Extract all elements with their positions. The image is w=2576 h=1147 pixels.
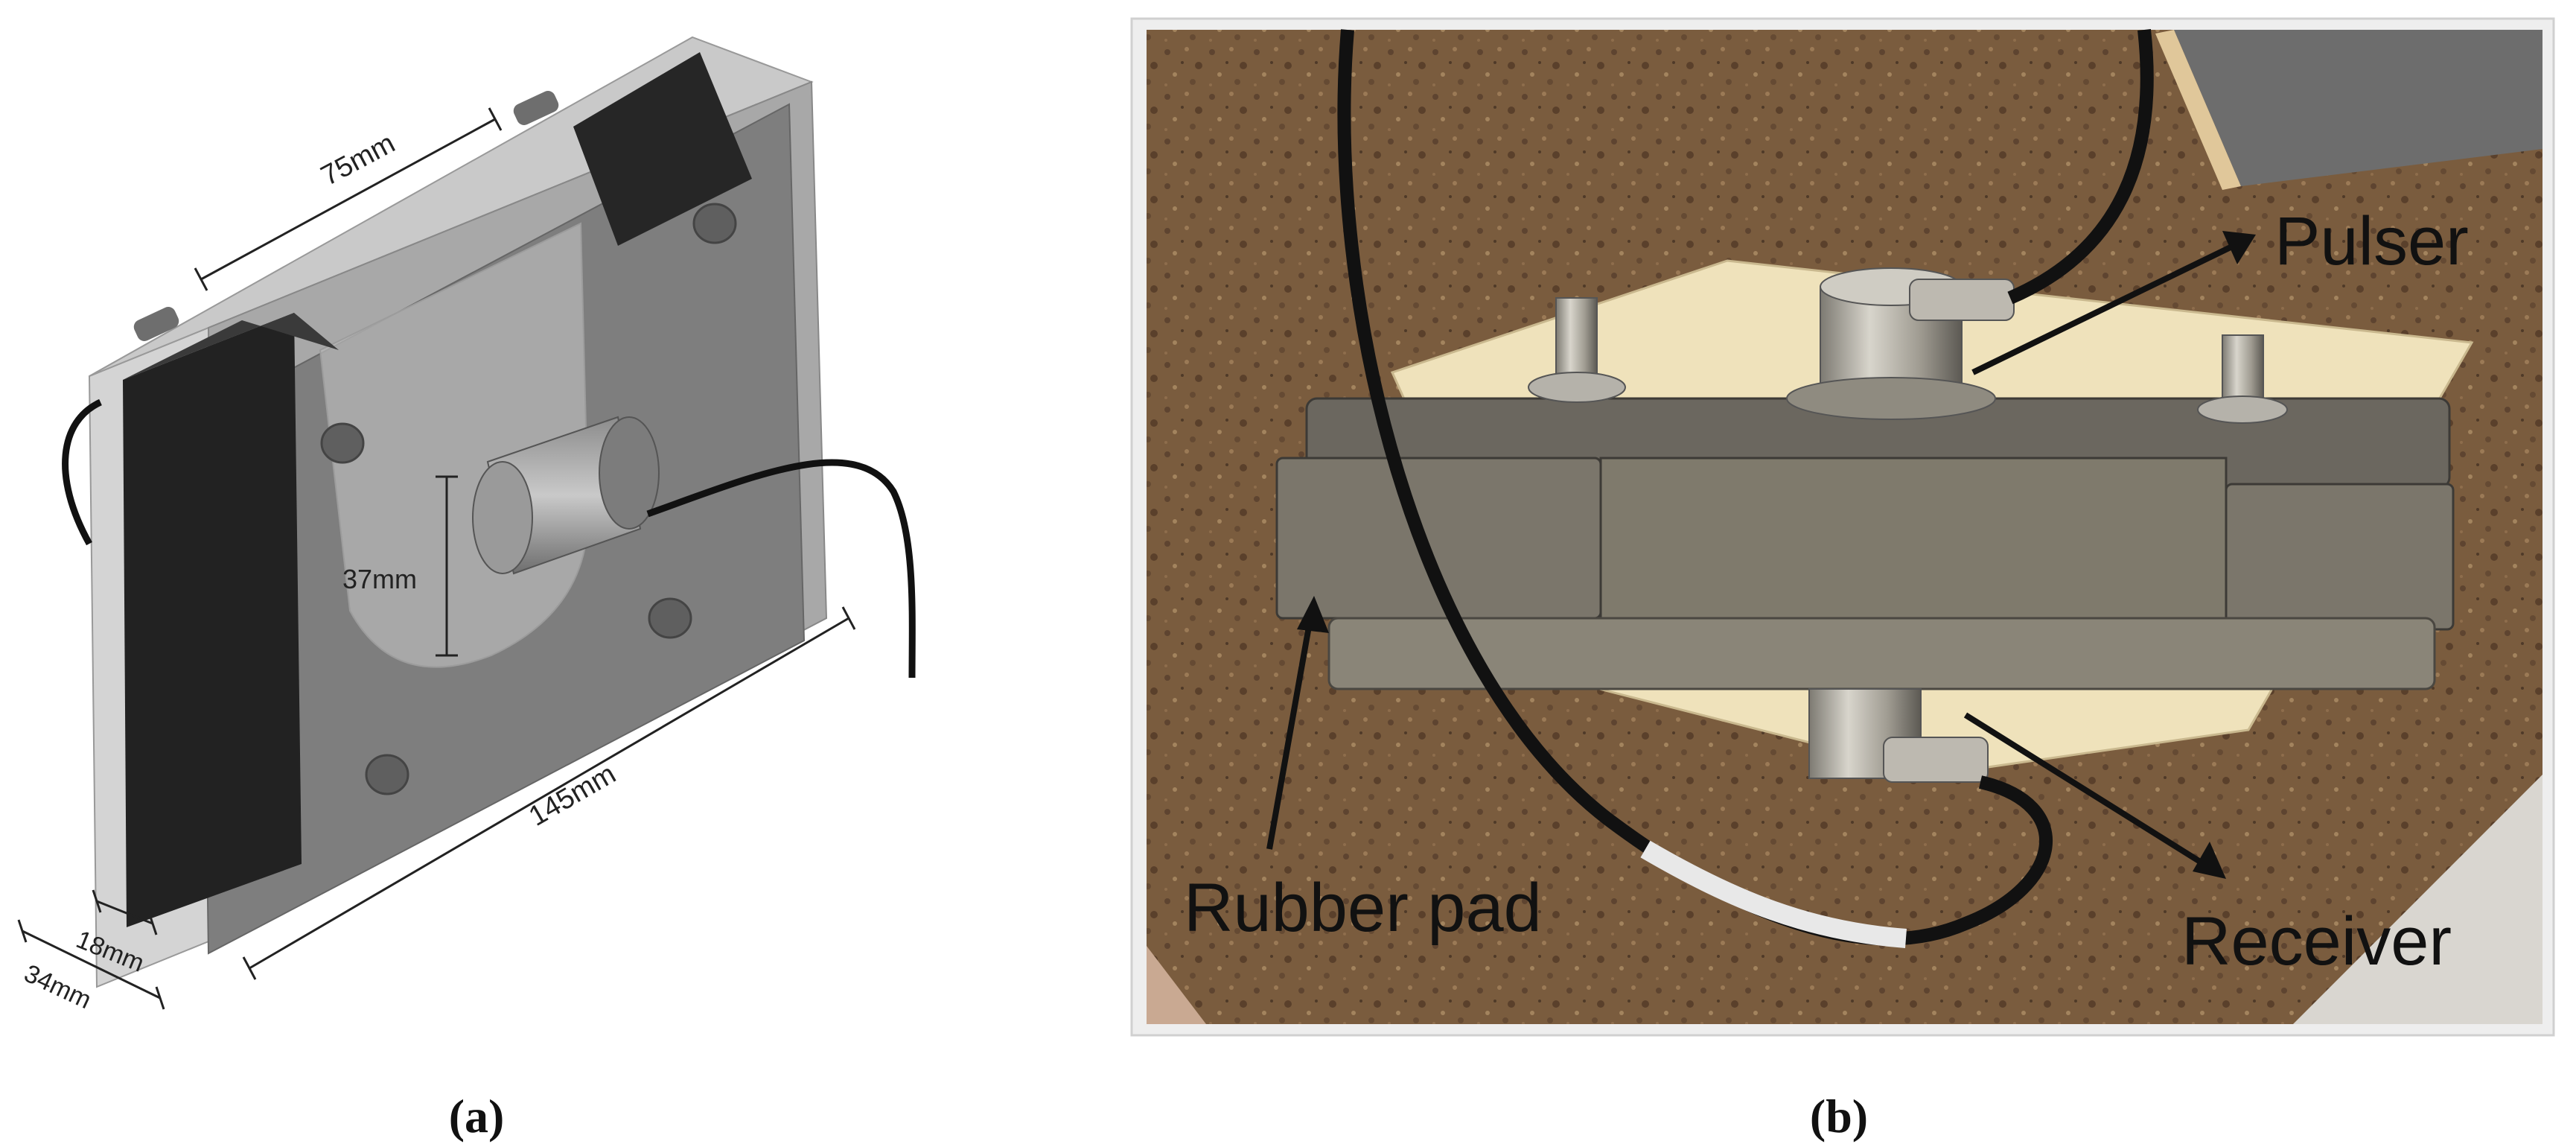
pulser-connector: [1909, 279, 2015, 321]
dim-tick: [155, 986, 165, 1010]
dim-tick: [17, 919, 28, 943]
rubber-pad-left-front: [123, 313, 302, 927]
arrow-pulser-head: [2222, 231, 2256, 264]
wing-nut-bolts: [1528, 297, 2288, 424]
dim-tick: [92, 889, 102, 913]
dim-line-inner-thickness: [96, 900, 153, 925]
cable-right: [646, 459, 916, 679]
cable-sleeve: [1640, 840, 1907, 948]
bolt-shank: [513, 91, 559, 125]
dim-tick: [147, 912, 158, 935]
bolt-head: [365, 754, 409, 795]
caption-a: (a): [449, 1090, 505, 1143]
cable-pulser: [2007, 29, 2154, 305]
transducer-cylinder: [472, 416, 660, 575]
floor-area: [2293, 775, 2542, 1024]
label-receiver: Receiver: [2181, 903, 2452, 979]
arrow-rubber-pad-head: [1297, 596, 1329, 633]
rubber-pad-left-top: [123, 313, 339, 380]
dim-tick: [488, 107, 503, 131]
rubber-pad-right-front: [573, 52, 752, 246]
dim-label-bore-height: 37mm: [342, 564, 417, 594]
dim-label-outer-thickness: 34mm: [20, 959, 96, 1014]
label-rubber-pad: Rubber pad: [1184, 870, 1542, 946]
dim-tick: [242, 956, 257, 980]
caption-b: (b): [1810, 1090, 1868, 1143]
bolt-head: [320, 422, 365, 464]
rubber-pad-right: [2225, 483, 2455, 631]
corner-object: [2174, 30, 2542, 186]
bolt-group: [133, 91, 737, 795]
receiver-transducer: [1808, 688, 1989, 783]
dim-tick: [194, 267, 208, 291]
arrow-rubber-pad: [1266, 617, 1313, 850]
dim-line-outer-thickness: [22, 930, 161, 1000]
arrow-pulser: [1971, 243, 2235, 375]
arrow-receiver: [1963, 712, 2206, 867]
pulser-transducer: [1786, 267, 2015, 420]
panel-a-schematic: 75mm 37mm 145mm 18mm 34mm (a): [17, 36, 916, 1143]
label-pulser: Pulser: [2274, 203, 2469, 279]
panel-b-photo: Pulser Rubber pad Receiver (b): [1130, 17, 2555, 1143]
bolt-head: [648, 597, 692, 639]
receiver-connector: [1883, 737, 1989, 783]
dim-line-top-width: [200, 118, 496, 281]
arrow-receiver-head: [2193, 842, 2226, 879]
bolt-shank: [133, 307, 179, 341]
dim-tick: [841, 606, 856, 630]
dim-line-length: [249, 617, 849, 970]
bolt-head: [692, 203, 737, 244]
specimen-block: [1599, 457, 2228, 620]
dim-label-top-width: 75mm: [316, 127, 401, 192]
cable-left: [62, 398, 102, 546]
